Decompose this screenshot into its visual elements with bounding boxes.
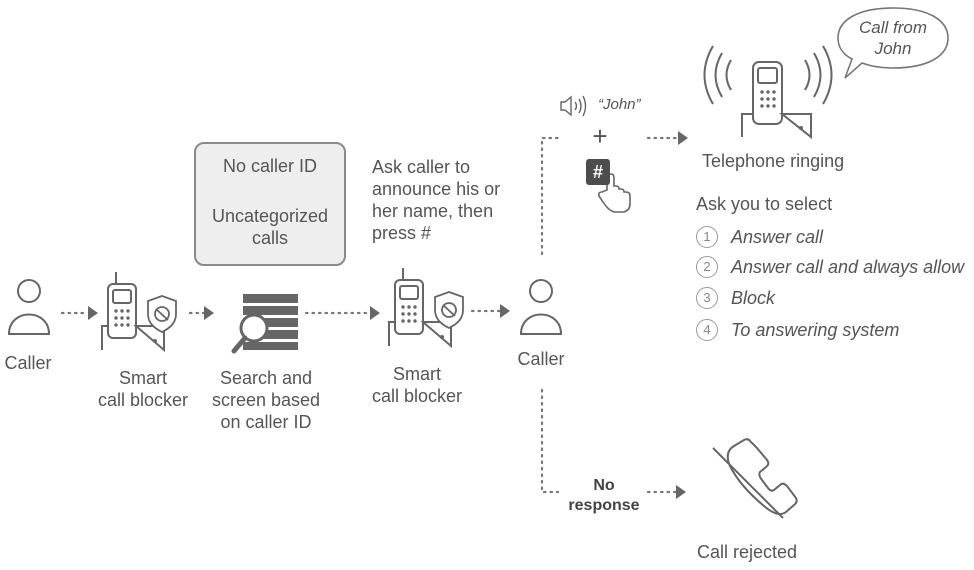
option-number: 4 <box>696 319 718 341</box>
call-rejected-label: Call rejected <box>697 542 798 562</box>
flow-arrow <box>304 306 380 320</box>
hash-key: # <box>586 159 610 185</box>
option-number: 1 <box>696 226 718 248</box>
ask-caller-instruction: Ask caller to announce his or her name, … <box>372 157 501 243</box>
flow-arrow <box>646 131 688 145</box>
no-caller-id-label: No caller ID <box>222 156 318 176</box>
flow-arrow <box>470 304 510 318</box>
call-from-bubble-text: Call from John <box>858 18 927 58</box>
search-screen-label: Search and screen based on caller ID <box>211 368 321 432</box>
option-label: To answering system <box>731 319 900 340</box>
hand-pointer-icon <box>598 173 631 213</box>
option-block: 3 Block <box>696 286 775 310</box>
option-number: 2 <box>696 256 718 278</box>
flow-arrow <box>60 306 98 320</box>
flow-connector <box>540 136 560 494</box>
cordless-phone-icon <box>388 268 452 349</box>
option-label: Block <box>731 287 776 308</box>
option-answer-always-allow: 2 Answer call and always allow <box>696 255 964 279</box>
option-label: Answer call and always allow <box>731 256 965 277</box>
telephone-ringing-label: Telephone ringing <box>702 151 845 171</box>
no-response-label: No response <box>568 477 640 514</box>
plus-sign: + <box>592 121 608 151</box>
announced-name: “John” <box>598 96 641 113</box>
screening-criteria-box <box>194 142 346 266</box>
cordless-phone-icon <box>101 272 165 353</box>
shield-icon <box>434 291 464 330</box>
person-icon <box>519 279 563 335</box>
uncategorized-calls-label: Uncategorized calls <box>211 206 329 248</box>
caller-left-label: Caller <box>4 353 52 373</box>
search-list-icon <box>231 294 298 354</box>
flow-arrow <box>188 306 214 320</box>
speaker-icon <box>560 95 587 117</box>
rejected-call-icon <box>712 438 798 519</box>
smart-call-blocker-mid-label: Smart call blocker <box>371 364 463 406</box>
caller-right-label: Caller <box>517 349 565 369</box>
option-answer-call: 1 Answer call <box>696 225 823 249</box>
shield-icon <box>147 295 177 334</box>
option-label: Answer call <box>731 226 824 247</box>
person-icon <box>7 279 51 335</box>
option-answering-system: 4 To answering system <box>696 318 899 342</box>
speech-bubble <box>837 7 949 79</box>
ringing-phone-icon <box>703 45 833 140</box>
flow-arrow <box>646 485 686 499</box>
ask-select-title: Ask you to select <box>696 194 833 214</box>
smart-call-blocker-left-label: Smart call blocker <box>97 368 189 410</box>
option-number: 3 <box>696 287 718 309</box>
